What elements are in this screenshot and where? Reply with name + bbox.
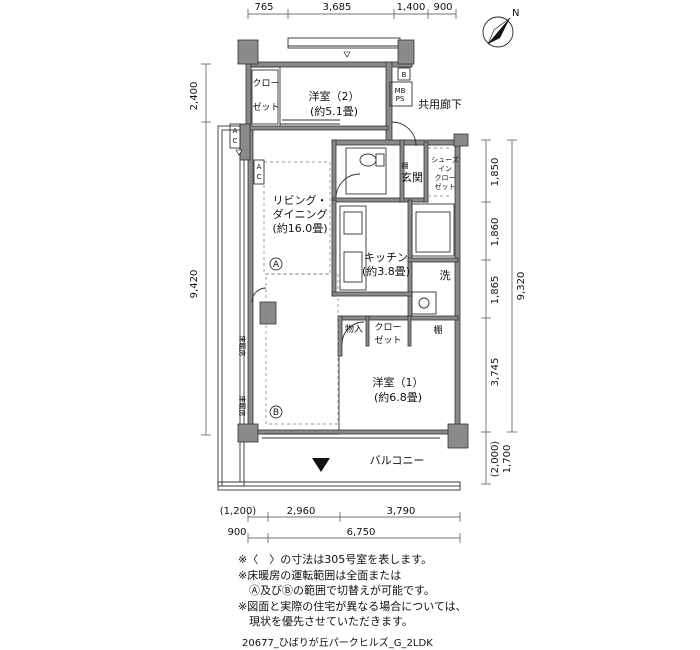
compass: N (482, 8, 519, 48)
compass-north-label: N (512, 8, 519, 19)
shoes-closet-4: ゼット (435, 182, 456, 191)
room-labels: クロー ゼット 洋室（2） (約5.1畳) 共用廊下 リビング・ ダイニング (… (238, 78, 462, 467)
mbps-label-2: PS (396, 95, 405, 103)
right-dim-total: 9,320 (516, 272, 527, 301)
ldk-label-2: ダイニング (273, 207, 328, 221)
top-dimension: 765 3,685 1,400 900 (247, 2, 457, 19)
closet-mid-label-1: クロー (374, 322, 401, 333)
entrance-label: 玄関 (401, 170, 423, 184)
floor-heating-areas (263, 161, 339, 425)
ac-box-c: C (233, 137, 238, 145)
top-dim-1: 765 (254, 2, 273, 13)
left-dim-2: 9,420 (189, 270, 200, 299)
shelf-label: 棚 (433, 324, 442, 336)
balcony-marker-icon (312, 458, 330, 472)
ac-box2-c: C (257, 173, 262, 181)
left-dimension: 2,400 9,420 (189, 63, 211, 436)
floor-heat-label-2: 床暖房 (238, 396, 247, 417)
bottom-dimension: (1,200) 2,960 3,790 900 6,750 (220, 506, 461, 543)
western-room-1-name: 洋室（1） (373, 375, 424, 389)
ac-box2-a: A (257, 163, 262, 171)
heat-zone-a-label: A (273, 260, 280, 270)
western-room-1-area: (約6.8畳) (374, 390, 422, 404)
right-dim-2: 1,860 (490, 218, 501, 247)
mbps-label-1: MB (395, 87, 406, 95)
left-dim-1: 2,400 (189, 82, 200, 111)
heat-zone-b-label: B (273, 408, 279, 418)
right-dim-5: (2,000) (490, 441, 501, 478)
bottom-dim-4: 900 (227, 527, 246, 538)
right-dim-1: 1,850 (490, 158, 501, 187)
window-markers (235, 51, 351, 472)
shelf-label-2: 棚 (402, 161, 409, 170)
note-4: ※図面と実際の住宅が異なる場合については、 (238, 599, 467, 613)
corridor-label: 共用廊下 (418, 97, 462, 111)
bottom-dim-1: (1,200) (220, 506, 257, 517)
western-room-2-name: 洋室（2） (309, 89, 360, 103)
exterior-walls (237, 39, 469, 449)
note-5: 現状を優先させていただきます。 (238, 615, 413, 628)
note-1: ※〈 〉の寸法は305号室を表します。 (238, 553, 433, 566)
b-box-label: B (402, 71, 407, 79)
ldk-area: (約16.0畳) (272, 221, 327, 235)
ac-box-a: A (233, 127, 238, 135)
top-dim-3: 1,400 (397, 2, 426, 13)
shoes-closet-2: イン (438, 165, 452, 173)
utility-boxes: B MB PS A C A C (229, 67, 413, 185)
right-dim-6: 1,700 (502, 445, 513, 474)
ldk-label-1: リビング・ (273, 193, 328, 207)
wash-label: 洗 (440, 269, 451, 282)
heat-zone-markers: A B (269, 257, 283, 419)
shoes-closet-1: シューズ (431, 155, 459, 164)
bottom-dim-5: 6,750 (347, 527, 376, 538)
closet-top-label-2: ゼット (252, 101, 279, 113)
bottom-dim-3: 3,790 (387, 506, 416, 517)
right-dimension: 1,850 1,860 1,865 3,745 (2,000) 1,700 9,… (481, 139, 527, 485)
shoes-closet-3: クロー (435, 174, 456, 182)
kitchen-name: キッチン (364, 251, 408, 264)
bottom-dim-2: 2,960 (287, 506, 316, 517)
note-2: ※床暖房の運転範囲は全面または (238, 568, 402, 582)
western-room-2-area: (約5.1畳) (310, 104, 358, 118)
plan-caption: 20677_ひばりが丘パークヒルズ_G_2LDK (242, 638, 433, 649)
storage-label: 物入 (345, 323, 363, 335)
right-dim-3: 1,865 (490, 276, 501, 305)
interior-walls (251, 66, 459, 430)
balcony-label: バルコニー (370, 454, 425, 467)
right-dim-4: 3,745 (490, 358, 501, 387)
note-3: Ⓐ及びⒷの範囲で切替えが可能です。 (238, 584, 435, 597)
closet-mid-label-2: ゼット (374, 334, 401, 346)
fixtures (251, 119, 455, 439)
top-dim-2: 3,685 (323, 2, 352, 13)
notes: ※〈 〉の寸法は305号室を表します。 ※床暖房の運転範囲は全面または Ⓐ及びⒷ… (238, 552, 467, 630)
closet-top-label-1: クロー (252, 78, 279, 89)
floor-heat-label-1: 床暖房 (238, 336, 247, 357)
kitchen-area: (約3.8畳) (362, 264, 410, 278)
balcony-railing (217, 37, 461, 491)
top-dim-4: 900 (433, 2, 452, 13)
